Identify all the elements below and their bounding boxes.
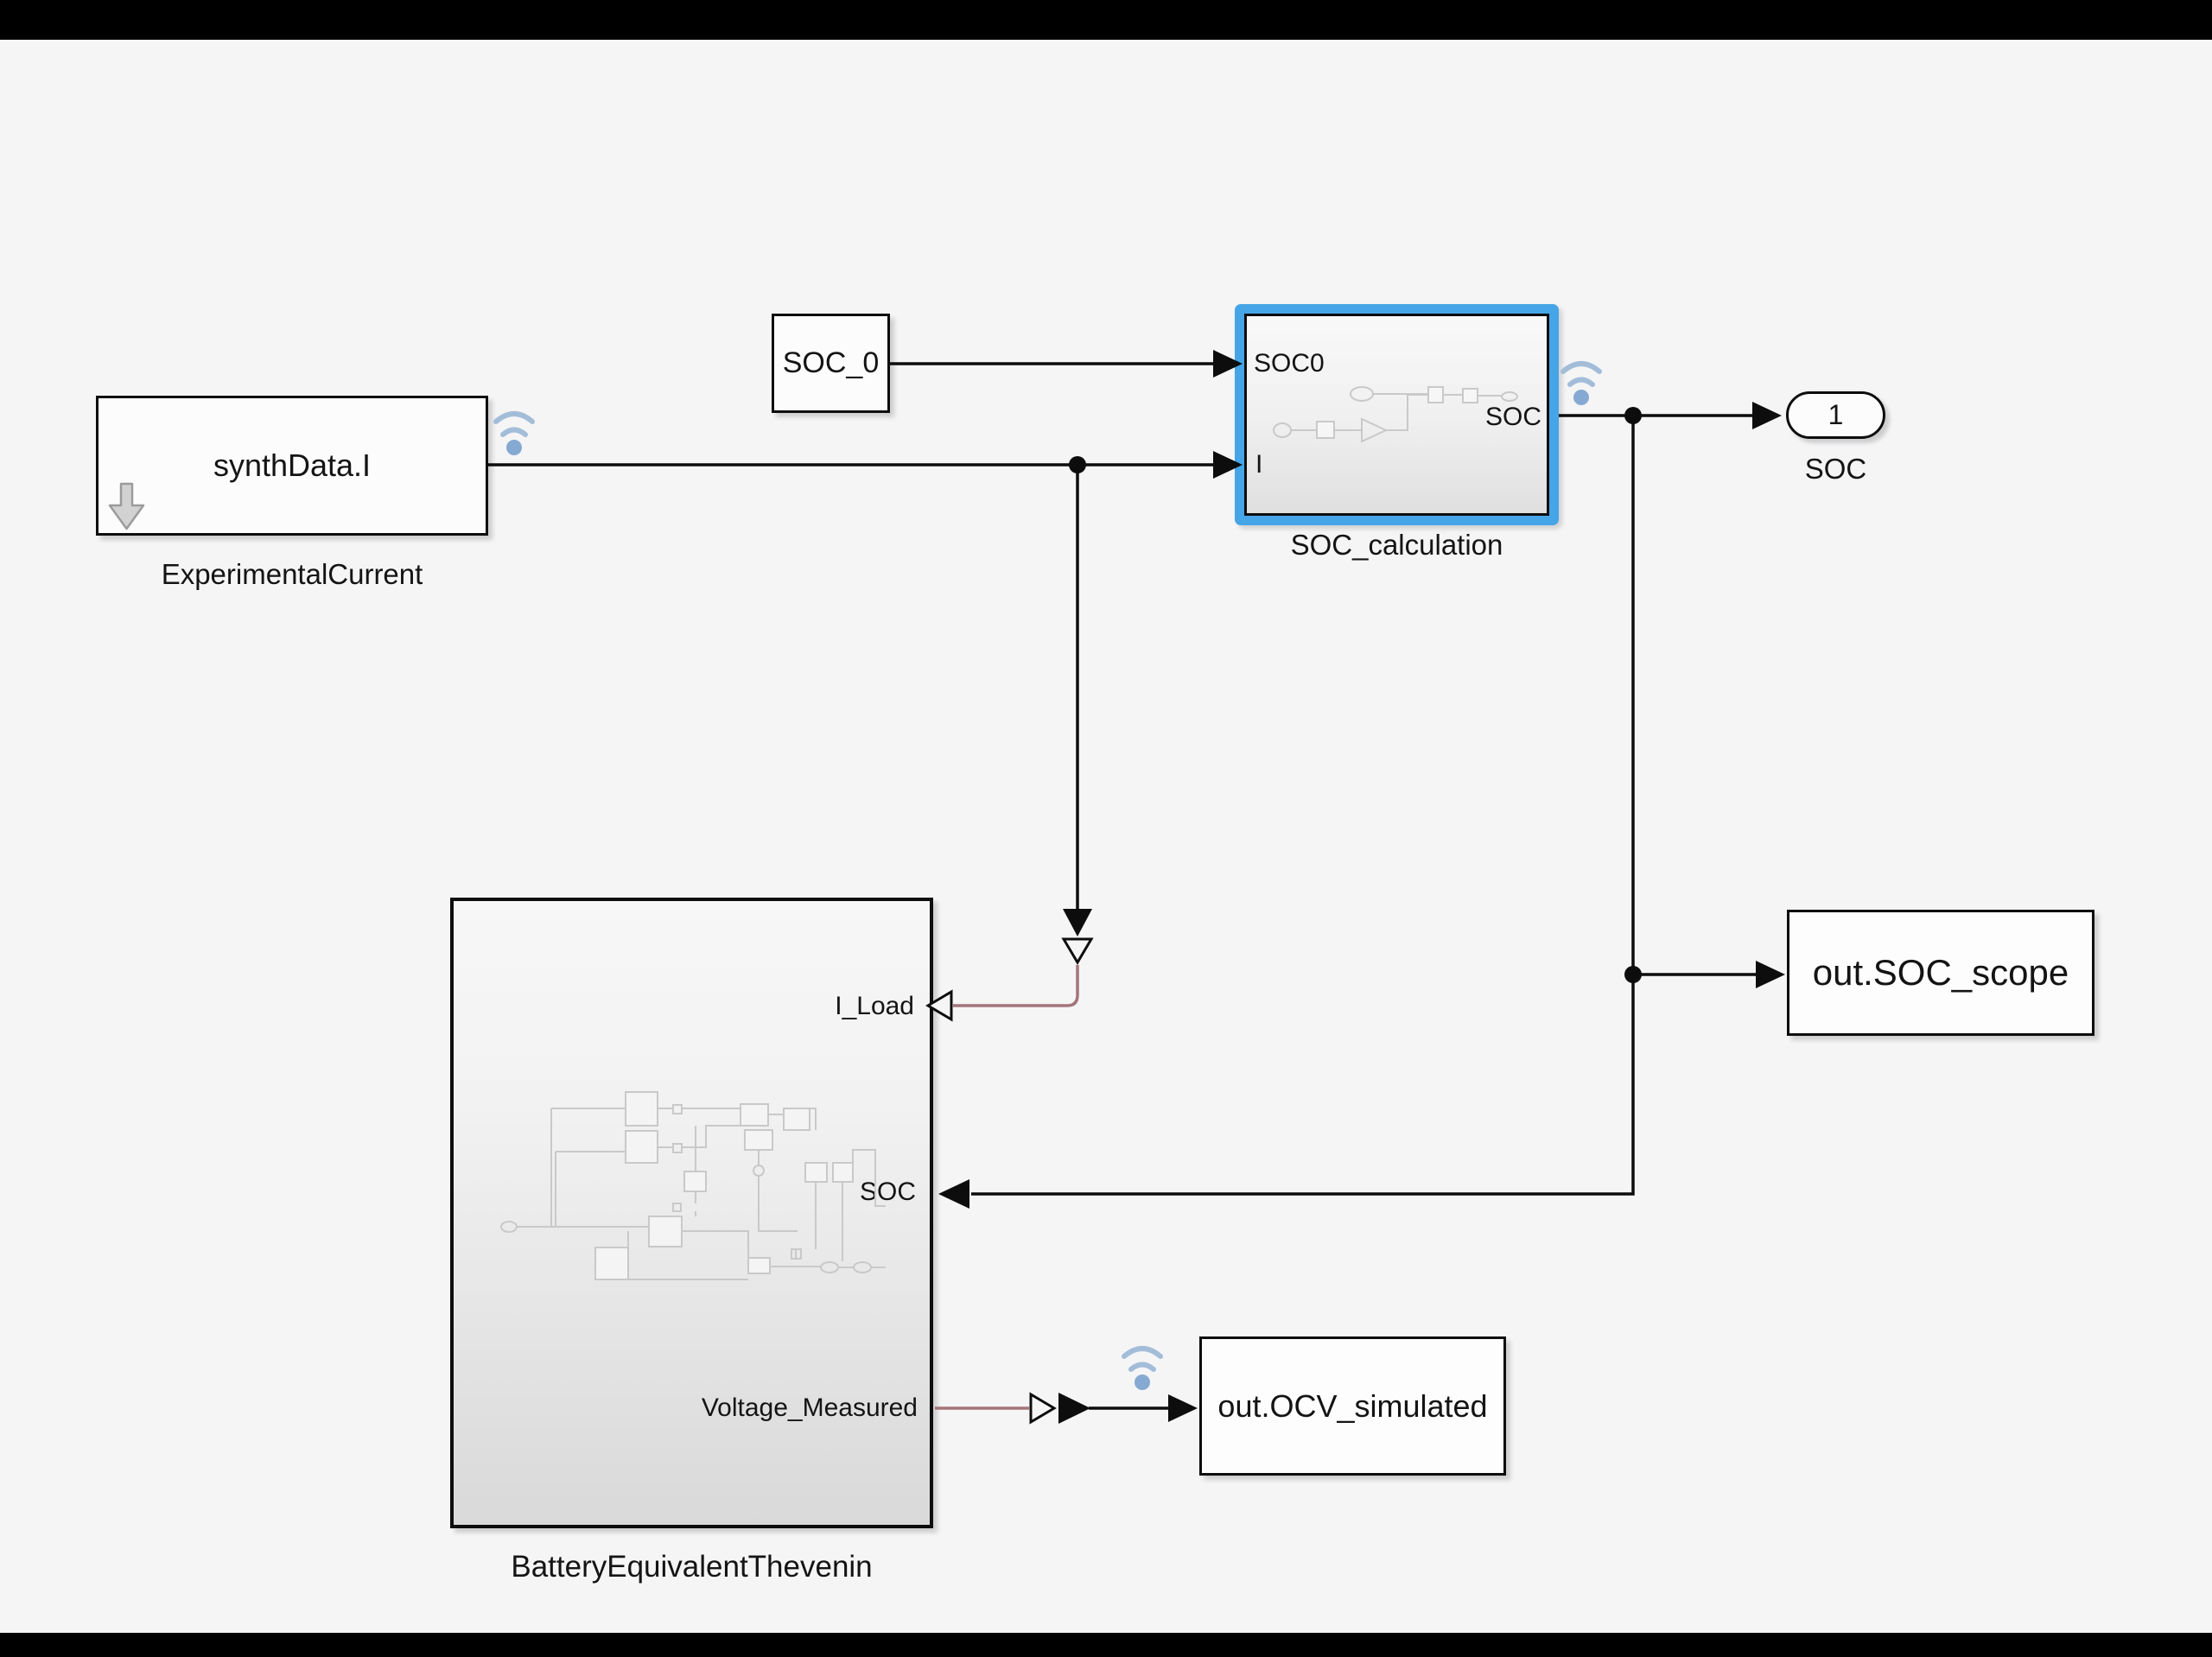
block-soc-0[interactable]: SOC_0: [772, 314, 890, 413]
block-soc-scope-value: out.SOC_scope: [1812, 952, 2069, 993]
block-battery-equivalent-thevenin[interactable]: I_Load SOC Voltage_Measured: [450, 898, 933, 1528]
block-ocv-simulated[interactable]: out.OCV_simulated: [1199, 1336, 1506, 1476]
block-experimental-current[interactable]: synthData.I: [96, 396, 488, 536]
port-label-soc-out: SOC: [1484, 403, 1541, 431]
port-label-i-load: I_Load: [835, 992, 914, 1020]
port-label-soc-in: SOC: [859, 1178, 916, 1206]
model-canvas[interactable]: [0, 40, 2212, 1633]
block-battery-equivalent-thevenin-label[interactable]: BatteryEquivalentThevenin: [511, 1550, 873, 1584]
block-soc-calculation-label[interactable]: SOC_calculation: [1290, 529, 1503, 561]
block-soc-calculation[interactable]: SOC0 I SOC: [1244, 314, 1549, 516]
subsystem-preview-thumbnail: [500, 1091, 886, 1280]
port-label-voltage-measured: Voltage_Measured: [701, 1394, 918, 1422]
block-ocv-simulated-value: out.OCV_simulated: [1217, 1387, 1488, 1424]
input-download-arrow-icon: [108, 482, 145, 530]
port-label-soc0: SOC0: [1254, 349, 1325, 378]
block-experimental-current-label[interactable]: ExperimentalCurrent: [161, 558, 423, 590]
port-label-i: I: [1255, 450, 1263, 479]
block-experimental-current-value: synthData.I: [213, 448, 372, 483]
block-soc-0-value: SOC_0: [782, 346, 880, 379]
letterbox-top: [0, 0, 2212, 40]
block-outport-soc-label[interactable]: SOC: [1804, 453, 1867, 485]
block-outport-soc[interactable]: 1: [1786, 391, 1885, 439]
block-soc-scope[interactable]: out.SOC_scope: [1787, 910, 2094, 1036]
letterbox-bottom: [0, 1633, 2212, 1657]
block-outport-soc-number: 1: [1827, 399, 1844, 430]
